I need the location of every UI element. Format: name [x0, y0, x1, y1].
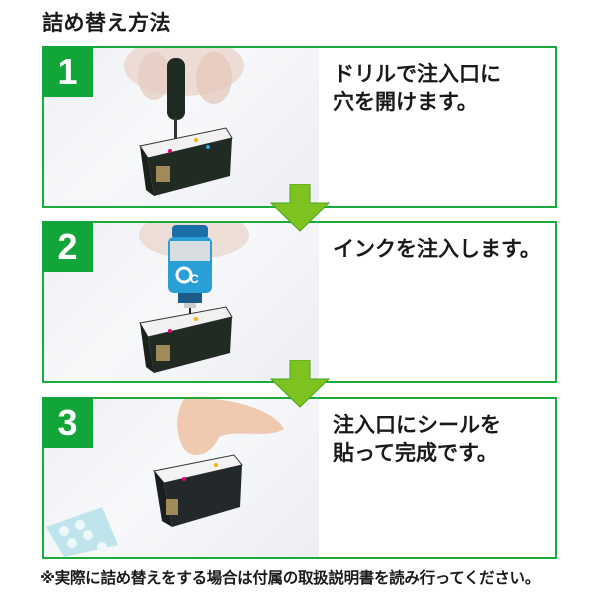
- bottle-label-text: C: [190, 272, 199, 286]
- step-description: 注入口にシールを 貼って完成です。: [333, 411, 553, 467]
- step-number-badge: 1: [42, 46, 93, 97]
- description-line: インクを注入します。: [333, 237, 541, 261]
- description-line: 注入口にシールを: [333, 413, 501, 437]
- step-1-panel: 1 ドリルで注入口に 穴を開けます。: [42, 46, 557, 208]
- description-line: 穴を開けます。: [333, 90, 478, 114]
- description-line: 貼って完成です。: [333, 441, 498, 465]
- drill-cartridge-illustration: [124, 48, 244, 196]
- down-arrow-icon: [270, 184, 330, 232]
- ink-bottle-illustration: C: [139, 223, 249, 373]
- step-3-panel: 3 注入口にシールを 貼って完成です。: [42, 397, 557, 559]
- seal-cartridge-illustration: [46, 399, 284, 557]
- step-description: ドリルで注入口に 穴を開けます。: [333, 60, 553, 116]
- inject-ink-photo: C: [44, 223, 319, 381]
- step-2-panel: 2 C インクを注入します。: [42, 221, 557, 383]
- page-title: 詰め替え方法: [42, 11, 171, 35]
- down-arrow-icon: [270, 360, 330, 408]
- step-description: インクを注入します。: [333, 235, 553, 263]
- description-line: ドリルで注入口に: [333, 62, 501, 86]
- step-number-badge: 2: [42, 221, 93, 272]
- step-number-badge: 3: [42, 397, 93, 448]
- drill-into-cartridge-photo: [44, 48, 319, 206]
- footer-note: ※実際に詰め替えをする場合は付属の取扱説明書を読み行ってください。: [40, 569, 540, 587]
